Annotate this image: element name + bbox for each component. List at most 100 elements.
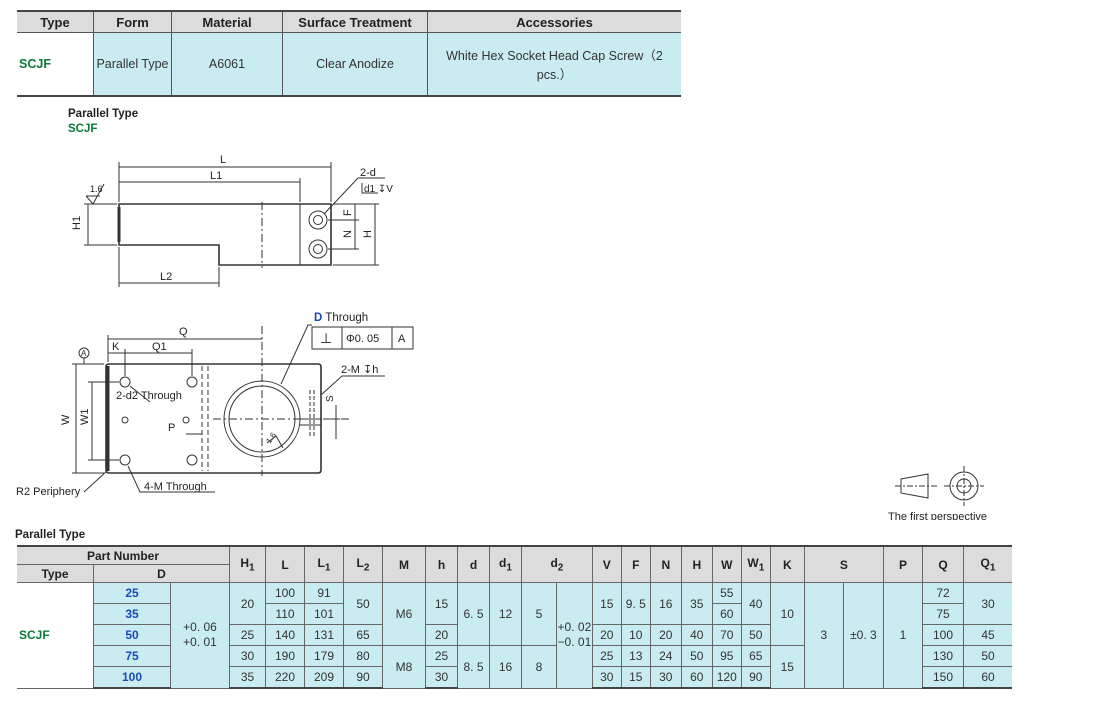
q-cell: 130	[922, 645, 964, 667]
v-cell: 25	[591, 645, 622, 667]
label-m-through: 4-M Through	[144, 481, 207, 493]
spec-row: SCJF Parallel Type A6061 Clear Anodize W…	[17, 32, 681, 97]
tap-leader	[320, 375, 385, 396]
m-hole-1	[119, 376, 131, 388]
l-cell: 110	[265, 603, 305, 625]
f-cell: 13	[620, 645, 651, 667]
q1-cell: 30	[963, 582, 1012, 625]
d-value: 75	[93, 645, 171, 667]
col-H: H	[680, 545, 713, 583]
table-row: 100 35 220 209 90 30 30 15 30 60 120 90 …	[17, 666, 1012, 689]
n-cell: 24	[649, 645, 682, 667]
q1-cell: 60	[963, 666, 1012, 689]
d2-cell: 8	[521, 645, 557, 689]
side-hole-bottom	[308, 239, 328, 259]
hh-cell: 35	[680, 582, 713, 625]
d-value: 100	[93, 666, 171, 689]
m-hole-4	[186, 454, 198, 466]
tolerance-frame	[311, 326, 414, 350]
hh-cell: 60	[680, 666, 713, 689]
label-datum: A	[81, 349, 87, 358]
label-H: H	[362, 230, 374, 238]
spec-header-row: Type Form Material Surface Treatment Acc…	[17, 10, 681, 33]
label-roughness: 1.6	[90, 184, 103, 194]
d-cell: 6. 5	[457, 582, 490, 646]
n-cell: 16	[649, 582, 682, 625]
l1-cell: 179	[304, 645, 344, 667]
col-L1: L1	[304, 545, 344, 583]
l-cell: 220	[265, 666, 305, 689]
l1-cell: 101	[304, 603, 344, 625]
col-Q: Q	[922, 545, 964, 583]
v-cell: 15	[591, 582, 622, 625]
col-F: F	[620, 545, 651, 583]
q1-cell: 45	[963, 624, 1012, 646]
side-hole-top	[308, 210, 328, 230]
s-tolerance: ±0. 3	[842, 582, 885, 689]
n-cell: 30	[649, 666, 682, 689]
col-d2: d2	[521, 545, 593, 583]
w-cell: 55	[711, 582, 742, 604]
d-value: 25	[93, 582, 171, 604]
label-L1: L1	[210, 170, 222, 182]
d-leader	[280, 324, 312, 385]
col-K: K	[769, 545, 805, 583]
h1-cell: 35	[229, 666, 266, 689]
l2-cell: 80	[343, 645, 383, 667]
d1-cell: 16	[489, 645, 522, 689]
p-cell: 1	[883, 582, 923, 689]
l1-cell: 209	[304, 666, 344, 689]
w-cell: 95	[711, 645, 742, 667]
h1-cell: 20	[229, 582, 266, 625]
label-hole-spec: d1 ↧V	[364, 184, 393, 195]
type-cell: SCJF	[17, 582, 94, 689]
label-N: N	[342, 230, 354, 238]
h1-cell: 25	[229, 624, 266, 646]
h-cell: 20	[425, 624, 458, 646]
w-cell: 70	[711, 624, 742, 646]
col-W1: W1	[740, 545, 771, 583]
col-W: W	[711, 545, 742, 583]
spec-header-form: Form	[93, 10, 172, 33]
col-P: P	[883, 545, 923, 583]
drawing-title: Parallel Type	[68, 108, 139, 120]
m-hole-3	[119, 454, 131, 466]
w1-cell: 65	[740, 645, 771, 667]
col-Q1: Q1	[963, 545, 1012, 583]
q1-cell: 50	[963, 645, 1012, 667]
col-d1: d1	[489, 545, 522, 583]
l2-cell: 65	[343, 624, 383, 646]
q-cell: 100	[922, 624, 964, 646]
label-W: W	[60, 414, 72, 425]
w1-cell: 40	[740, 582, 771, 625]
d2-hole-1	[121, 416, 129, 424]
table-row: 35 110 101 60 75	[17, 603, 1012, 625]
col-d: d	[457, 545, 490, 583]
spec-table: Type Form Material Surface Treatment Acc…	[17, 10, 681, 97]
spec-form-value: Parallel Type	[93, 32, 172, 97]
side-view-outline	[118, 203, 332, 266]
label-tap: 2-M ↧h	[341, 364, 378, 376]
hh-cell: 40	[680, 624, 713, 646]
h1-cell: 30	[229, 645, 266, 667]
label-L: L	[220, 154, 226, 166]
label-F: F	[342, 209, 354, 216]
header-part-number: Part Number	[17, 545, 230, 565]
projection-symbol	[895, 466, 984, 506]
spec-header-accessories: Accessories	[427, 10, 681, 33]
col-h: h	[425, 545, 458, 583]
v-cell: 20	[591, 624, 622, 646]
d1-cell: 12	[489, 582, 522, 646]
d-value: 35	[93, 603, 171, 625]
label-tol-symbol: ⊥	[320, 330, 332, 346]
m-cell: M8	[382, 645, 426, 689]
spec-accessories-value: White Hex Socket Head Cap Screw（2 pcs.）	[427, 32, 681, 97]
d-value: 50	[93, 624, 171, 646]
f-cell: 15	[620, 666, 651, 689]
spec-header-surface: Surface Treatment	[282, 10, 428, 33]
label-Q: Q	[179, 326, 188, 338]
l2-cell: 90	[343, 666, 383, 689]
l-cell: 100	[265, 582, 305, 604]
label-periphery: R2 Periphery	[16, 486, 81, 498]
w-cell: 120	[711, 666, 742, 689]
